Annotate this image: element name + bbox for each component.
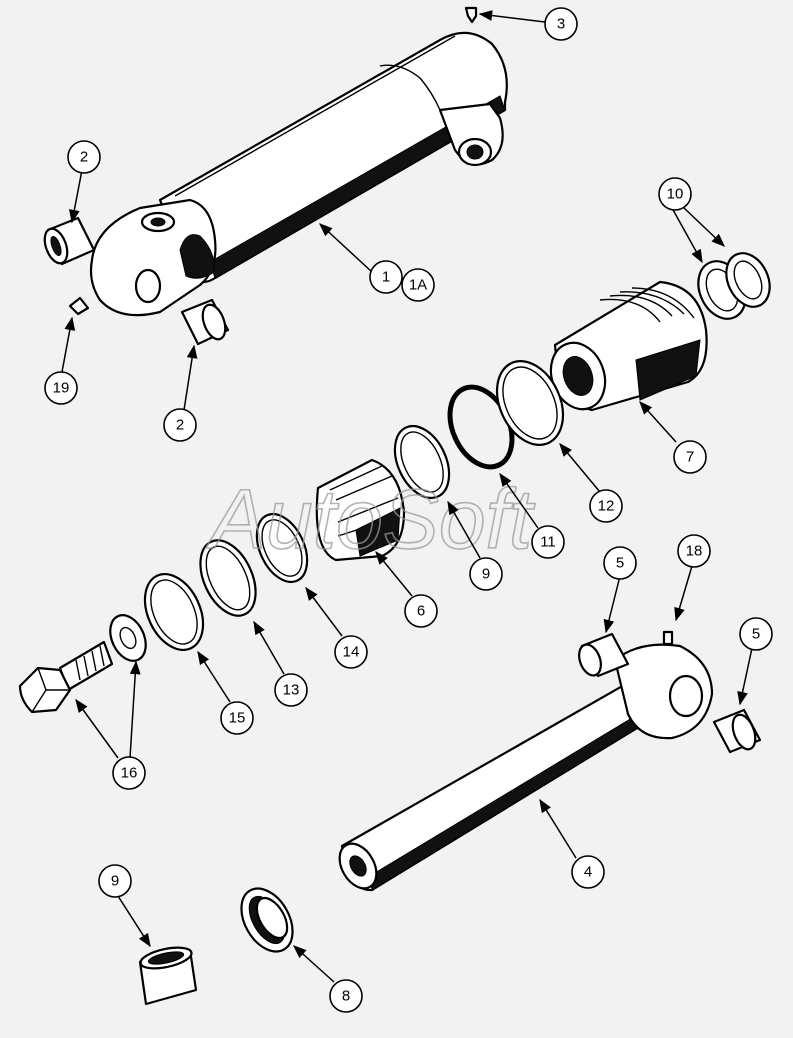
callout-c11: 11 [531,525,565,559]
leader-lines [61,10,753,983]
callout-label: 9 [482,566,490,583]
piston-seal-ring [255,512,309,584]
cylinder-barrel [89,31,508,317]
piston [315,458,406,562]
callout-label: 9 [111,873,119,890]
backup-ring [495,360,565,446]
bushing-upper-left [43,216,96,266]
callout-c4: 4 [571,855,605,889]
callout-c16: 16 [112,756,146,790]
callout-label: 8 [342,988,350,1005]
callout-circle [44,371,78,405]
callout-c6: 6 [404,594,438,628]
callout-circle [329,979,363,1013]
callout-label: 15 [229,710,246,727]
callout-circle [739,617,773,651]
callout-c7: 7 [673,440,707,474]
piston-ring-outer [143,573,205,651]
bushing-rod-right [712,708,762,754]
wear-ring-upper [393,424,451,500]
callout-circle [531,525,565,559]
callout-circle [677,534,711,568]
callout-label: 7 [686,449,694,466]
callout-c18: 18 [677,534,711,568]
callout-circle [544,7,578,41]
callout-circle [603,546,637,580]
callout-label: 11 [540,534,556,551]
piston-ring-middle [199,539,257,617]
callout-label: 1 [382,269,390,286]
callout-label: 3 [557,16,565,33]
gland-head [549,280,708,412]
callout-circle [673,440,707,474]
callout-label: 2 [176,417,184,434]
callout-c13: 13 [274,673,308,707]
callout-circle [369,260,403,294]
callout-circle [220,701,254,735]
callout-label: 12 [598,498,615,515]
piston-rod [338,630,714,892]
callout-c2a: 2 [67,140,101,174]
callout-c12: 12 [589,489,623,523]
callout-label: 6 [417,603,425,620]
callout-circle [401,268,435,302]
callout-circle [658,177,692,211]
callout-label: 4 [584,864,592,881]
callout-label: 16 [121,765,138,782]
callout-label: 5 [616,555,624,572]
callout-label: 2 [80,149,88,166]
plug-screw [464,6,478,24]
callout-label: 19 [53,380,70,397]
callout-c19: 19 [44,371,78,405]
callout-label: 18 [686,543,703,560]
wear-ring-bottom [240,887,294,953]
callout-c1a: 1A [401,268,435,302]
callout-circle [163,408,197,442]
callout-label: 13 [283,682,300,699]
callout-c14: 14 [334,635,368,669]
wiper-seals [697,252,771,320]
callout-circle [571,855,605,889]
callout-c5a: 5 [603,546,637,580]
callout-c1: 1 [369,260,403,294]
callout-c9b: 9 [98,864,132,898]
callout-label: 10 [667,186,684,203]
callout-circle [98,864,132,898]
callout-circle [334,635,368,669]
callout-label: 14 [343,644,360,661]
bushing-bottom [138,946,198,1006]
callout-circle [112,756,146,790]
callout-label: 5 [752,626,760,643]
callout-c3: 3 [544,7,578,41]
callout-circle [274,673,308,707]
callout-circle [67,140,101,174]
callout-c9a: 9 [469,557,503,591]
callout-c5b: 5 [739,617,773,651]
callout-c10: 10 [658,177,692,211]
callout-label: 1A [409,277,427,294]
grease-fitting-left [68,296,90,316]
callout-c2b: 2 [163,408,197,442]
bolt-and-washer [18,614,147,714]
callout-c8: 8 [329,979,363,1013]
callout-circle [404,594,438,628]
bushing-lower [180,298,230,346]
watermark: AutoSoft [205,472,536,566]
callout-c15: 15 [220,701,254,735]
callout-circle [469,557,503,591]
callout-circle [589,489,623,523]
bushing-rod-left [578,632,630,678]
